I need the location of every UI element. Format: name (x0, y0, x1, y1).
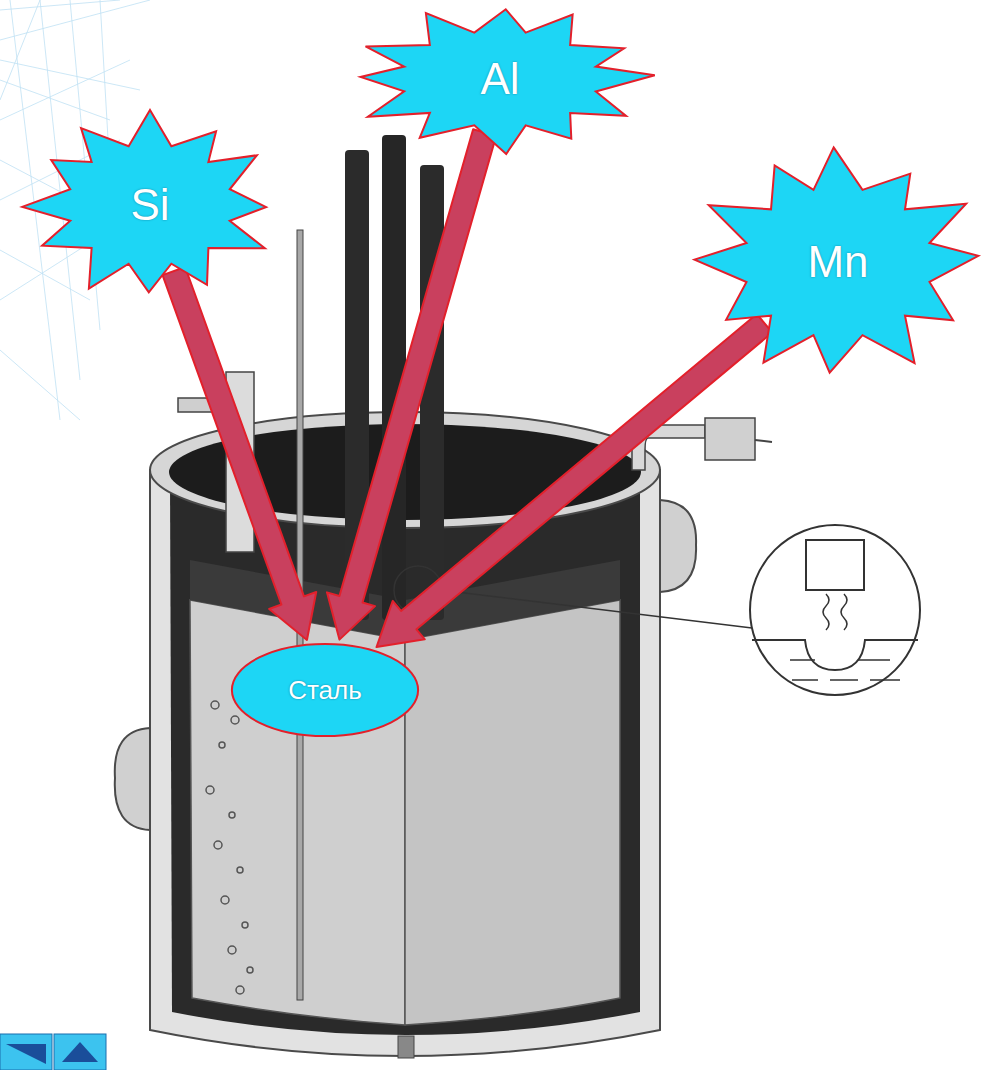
bath-dashes (790, 660, 900, 680)
oval-outline (232, 644, 418, 736)
pipe-stub (755, 440, 772, 442)
magnifier-circle (750, 525, 920, 695)
nav-back-icon (6, 1044, 46, 1064)
nav-home-button (54, 1034, 106, 1070)
addition-arrow (163, 267, 317, 640)
left-trunnion (115, 728, 150, 830)
right-trunnion (660, 500, 696, 592)
nav-buttons (0, 1034, 106, 1070)
nav-back-button (0, 1034, 52, 1070)
pipe-box (705, 418, 755, 460)
bubbles (206, 687, 288, 994)
bath-surface (752, 640, 918, 670)
material-label: Сталь (288, 676, 362, 705)
addition-arrow (377, 314, 773, 647)
element-starburst: Si (21, 110, 279, 300)
element-symbol: Mn (807, 238, 868, 286)
leader-line (440, 590, 752, 628)
element-symbol: Al (480, 55, 519, 103)
starburst-outline (22, 110, 266, 292)
steel-oval: Сталь (230, 642, 420, 738)
bottom-plug (398, 1036, 414, 1058)
element-starburst: Mn (690, 145, 986, 380)
element-starburst: Al (345, 4, 655, 154)
nav-home-icon (62, 1042, 98, 1062)
steel-bath-right (405, 600, 620, 1025)
starburst-outline (361, 9, 655, 154)
arc-waves (823, 594, 847, 630)
electrode-tip (806, 540, 864, 590)
starburst-outline (694, 147, 978, 372)
element-symbol: Si (130, 181, 169, 229)
